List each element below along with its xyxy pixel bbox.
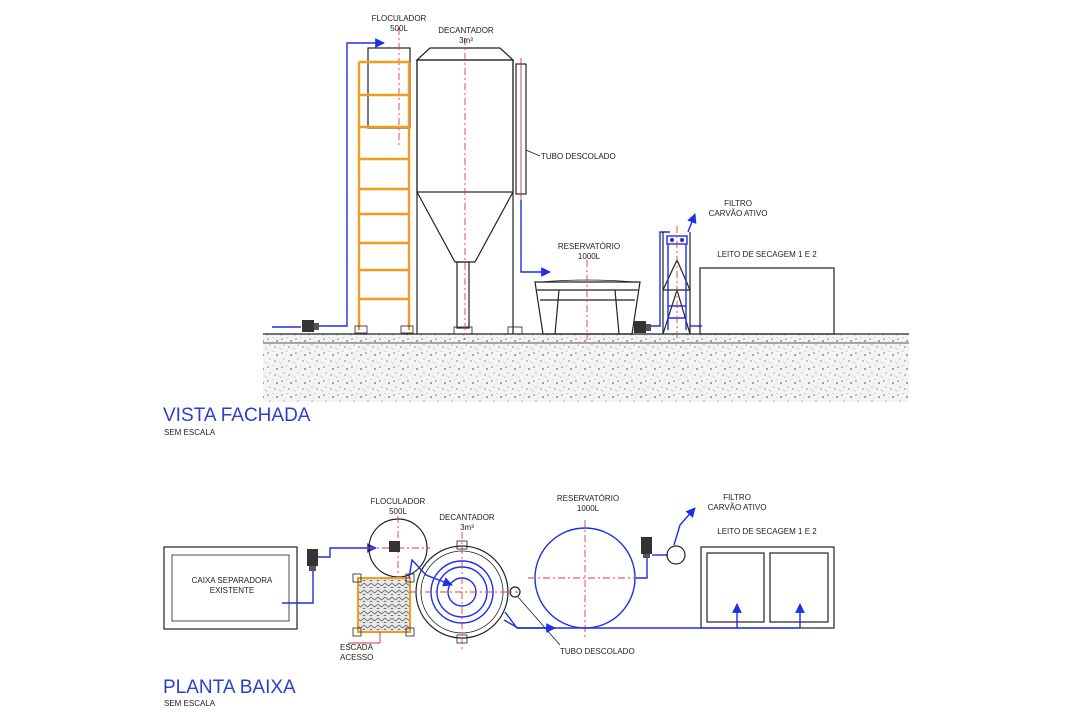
floculador-plan-label: FLOCULADOR xyxy=(371,497,426,506)
decantador-tank xyxy=(415,47,523,335)
filtro-plan-leader xyxy=(673,507,696,546)
pipe-reserv-pump xyxy=(636,558,648,579)
decantador-label: DECANTADOR xyxy=(438,26,494,35)
front-view-scale: SEM ESCALA xyxy=(164,428,216,437)
leito-label: LEITO DE SECAGEM 1 E 2 xyxy=(717,250,817,259)
tubo-plan-leader xyxy=(517,596,561,646)
floculador-capacity: 500L xyxy=(390,24,408,33)
filtro-leader xyxy=(687,213,697,233)
decantador-capacity: 3m³ xyxy=(459,36,473,45)
reservatorio-capacity: 1000L xyxy=(578,252,601,261)
caixa-separadora xyxy=(163,546,298,630)
decantador-plan-label: DECANTADOR xyxy=(439,513,495,522)
filter-pump xyxy=(634,321,651,333)
leito-secagem-plan xyxy=(700,546,835,629)
pipe-to-floculador xyxy=(319,38,385,327)
escada-label-2: ACESSO xyxy=(340,653,373,662)
filter-pump-plan xyxy=(641,537,652,558)
caixa-label-2: EXISTENTE xyxy=(210,586,254,595)
access-ladder xyxy=(354,60,414,334)
front-view: FLOCULADOR 500L DECANTADOR 3m³ TUBO DESC… xyxy=(163,14,909,437)
pipe-pump-floculador xyxy=(318,543,377,558)
plan-view-title: PLANTA BAIXA xyxy=(163,677,296,698)
pipe-floc-decant xyxy=(408,558,453,587)
filtro-plan-desc: CARVÃO ATIVO xyxy=(708,503,767,512)
plan-view-scale: SEM ESCALA xyxy=(164,699,216,708)
filtro-frame xyxy=(662,232,691,335)
leito-plan-label: LEITO DE SECAGEM 1 E 2 xyxy=(717,527,817,536)
escada-label-1: ESCADA xyxy=(340,643,374,652)
filtro-plan-label: FILTRO xyxy=(723,493,751,502)
plan-view: CAIXA SEPARADORA EXISTENTE FLOCULADOR 50… xyxy=(163,493,835,708)
escada-plan xyxy=(357,577,411,633)
tubo-plan-label: TUBO DESCOLADO xyxy=(560,647,635,656)
reservatorio-plan-label: RESERVATÓRIO xyxy=(557,494,619,503)
leito-cell-2 xyxy=(769,552,829,623)
pipe-caixa-pump xyxy=(282,571,314,604)
inlet-pump-plan xyxy=(307,549,318,571)
ground-soil xyxy=(263,334,909,402)
inlet-pump xyxy=(302,320,319,332)
pipe-to-reservatorio xyxy=(520,200,551,277)
tubo-descolado-label: TUBO DESCOLADO xyxy=(541,152,616,161)
floculador-plan-capacity: 500L xyxy=(389,507,407,516)
pipe-to-filtro xyxy=(651,231,670,327)
decantador-plan-capacity: 3m³ xyxy=(460,523,474,532)
reservatorio-tank xyxy=(534,279,641,335)
front-view-title: VISTA FACHADA xyxy=(163,405,311,426)
leito-secagem-box xyxy=(699,267,835,335)
reservatorio-plan-capacity: 1000L xyxy=(577,504,600,513)
reservatorio-label: RESERVATÓRIO xyxy=(558,242,620,251)
leito-cell-1 xyxy=(706,552,765,623)
filtro-desc: CARVÃO ATIVO xyxy=(709,209,768,218)
caixa-label-1: CAIXA SEPARADORA xyxy=(192,576,273,585)
filtro-label: FILTRO xyxy=(724,199,752,208)
filtro-plan xyxy=(666,545,686,565)
floculador-motor xyxy=(389,541,400,552)
tubo-leader xyxy=(525,149,541,157)
floculador-label: FLOCULADOR xyxy=(372,14,427,23)
floculador-tank xyxy=(367,47,411,129)
pipe-to-leito-plan xyxy=(504,611,800,629)
